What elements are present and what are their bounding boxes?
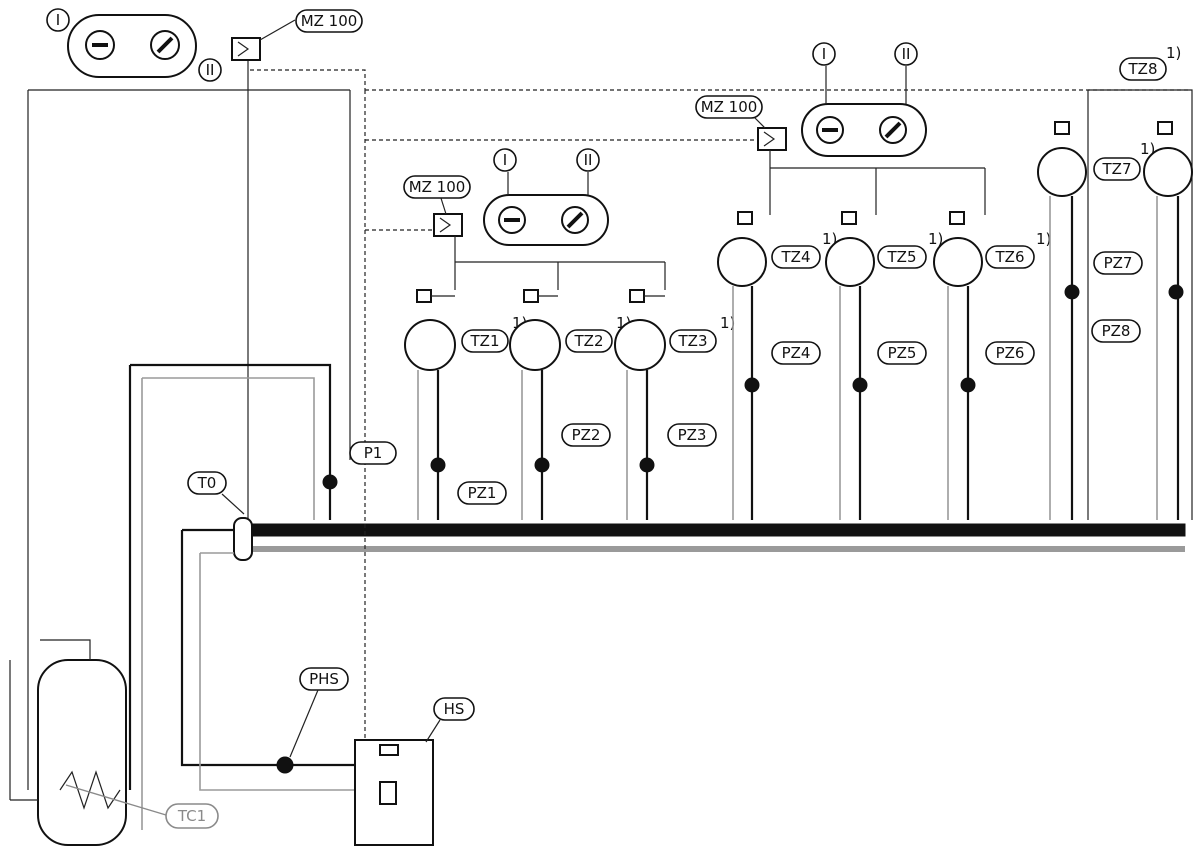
mz100-module-left: MZ 100 bbox=[231, 9, 363, 61]
return-header bbox=[250, 546, 1185, 552]
heat-source-hs: HS bbox=[354, 697, 475, 846]
supply-header bbox=[249, 523, 1186, 537]
pz4-label: PZ4 bbox=[782, 344, 811, 362]
zone-2: TZ2 1) PZ2 bbox=[509, 262, 631, 520]
p1-label: P1 bbox=[364, 444, 383, 462]
mz100-middle-label: MZ 100 bbox=[409, 178, 466, 196]
pz5-label: PZ5 bbox=[888, 344, 917, 362]
zone-6: TZ6 1) PZ6 bbox=[933, 168, 1051, 520]
svg-text:1): 1) bbox=[1166, 44, 1181, 62]
hs-label: HS bbox=[444, 700, 465, 718]
ctrl-left-I-label: I bbox=[56, 11, 60, 29]
pz6-label: PZ6 bbox=[996, 344, 1025, 362]
zone-1: TZ1 1) PZ1 bbox=[404, 262, 527, 520]
pz1-label: PZ1 bbox=[468, 484, 497, 502]
ctrl-mid-I-label: I bbox=[503, 151, 507, 169]
dhw-circuit: P1 bbox=[128, 363, 397, 830]
pump-phs: PHS bbox=[276, 667, 349, 774]
tz6-label: TZ6 bbox=[995, 248, 1025, 266]
mz100-module-middle: MZ 100 bbox=[403, 175, 471, 237]
svg-text:1): 1) bbox=[1036, 230, 1051, 248]
zone-3: TZ3 1) PZ3 bbox=[614, 262, 735, 520]
controller-middle: I II bbox=[483, 148, 609, 246]
controller-right: I II bbox=[801, 42, 927, 157]
tz8-label: TZ8 bbox=[1128, 60, 1158, 78]
tz3-label: TZ3 bbox=[678, 332, 708, 350]
zone-4: TZ4 1) PZ4 bbox=[717, 168, 837, 520]
dhw-tank bbox=[37, 639, 127, 846]
ctrl-left-II-label: II bbox=[206, 61, 215, 79]
pz7-label: PZ7 bbox=[1104, 254, 1133, 272]
tz2-label: TZ2 bbox=[574, 332, 604, 350]
zone-8: TZ8 1) PZ8 bbox=[1091, 44, 1193, 520]
t0-label: T0 bbox=[197, 474, 217, 492]
zone-7: TZ7 1) PZ7 bbox=[1037, 121, 1155, 520]
tz1-label: TZ1 bbox=[470, 332, 500, 350]
pz2-label: PZ2 bbox=[572, 426, 601, 444]
pz3-label: PZ3 bbox=[678, 426, 707, 444]
tc1-sensor: TC1 bbox=[65, 784, 219, 829]
tc1-label: TC1 bbox=[177, 807, 206, 825]
ctrl-mid-II-label: II bbox=[584, 151, 593, 169]
hydraulic-separator-t0: T0 bbox=[187, 471, 253, 561]
svg-text:1): 1) bbox=[928, 230, 943, 248]
phs-label: PHS bbox=[309, 670, 339, 688]
mz100-left-label: MZ 100 bbox=[301, 12, 358, 30]
pz8-label: PZ8 bbox=[1102, 322, 1131, 340]
zone-5: TZ5 1) PZ5 bbox=[825, 168, 943, 520]
ctrl-right-I-label: I bbox=[822, 45, 826, 63]
tz5-label: TZ5 bbox=[887, 248, 917, 266]
controller-left: I II bbox=[46, 8, 222, 82]
mz100-module-right: MZ 100 bbox=[695, 95, 787, 151]
tz4-label: TZ4 bbox=[781, 248, 811, 266]
tz7-label: TZ7 bbox=[1102, 160, 1132, 178]
svg-text:1): 1) bbox=[720, 314, 735, 332]
mz100-right-label: MZ 100 bbox=[701, 98, 758, 116]
ctrl-right-II-label: II bbox=[902, 45, 911, 63]
